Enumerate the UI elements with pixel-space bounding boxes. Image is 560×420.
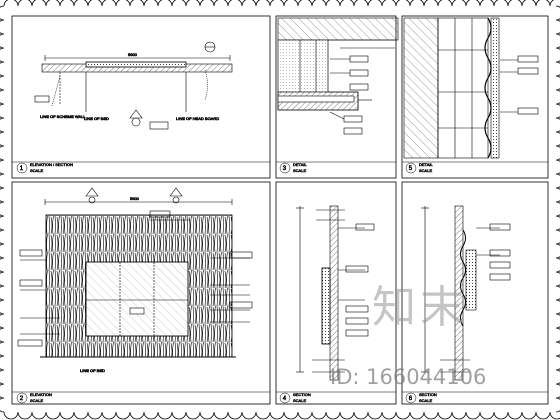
- panel-5-frame: [401, 15, 549, 179]
- p2-leader-top: [149, 210, 190, 221]
- panel-2-title-text: ELEVATION: [30, 392, 52, 397]
- p1-section-marker-bottom: [129, 109, 143, 127]
- panel-4-number: 4: [283, 396, 287, 402]
- panel-4-frame: [275, 181, 397, 405]
- panel-2-number: 2: [20, 396, 24, 402]
- p2-dim-text: 5600: [130, 196, 140, 201]
- p1-label-right: LINE OF HEAD BOARD: [176, 116, 219, 121]
- p2-tag: [129, 307, 145, 315]
- panel-5-title: 5 DETAIL SCALE: [402, 161, 548, 174]
- panel-4-drawing: [296, 205, 375, 381]
- panel-3-frame: [275, 15, 397, 179]
- panel-3-scale: SCALE: [293, 168, 306, 173]
- panel-6-title-text: SECTION: [419, 392, 437, 397]
- panel-3-title-text: DETAIL: [293, 162, 307, 167]
- panel-frames: [11, 15, 549, 405]
- panel-3-title: 3 DETAIL SCALE: [276, 161, 396, 174]
- panel-1-drawing: 5600 LINE OF SCHEME WALL LINE OF BED LIN…: [34, 41, 233, 130]
- panel-6-scale: SCALE: [419, 398, 432, 403]
- panel-5-number: 5: [409, 166, 413, 172]
- panel-6-number: 6: [409, 396, 413, 402]
- panel-5-scale: SCALE: [419, 168, 432, 173]
- panel-3-drawing: [277, 17, 399, 135]
- p2-label-mid: LINE OF BED: [80, 368, 105, 373]
- panel-1-title: 1 ELEVATION / SECTION SCALE: [12, 161, 270, 174]
- p1-label-left: LINE OF SCHEME WALL: [40, 114, 86, 119]
- panel-5-title-text: DETAIL: [419, 162, 433, 167]
- panel-2-title: 2 ELEVATION SCALE: [12, 391, 270, 404]
- panel-titles: 1 ELEVATION / SECTION SCALE 2 ELEVATION …: [12, 161, 548, 404]
- panel-2-frame: [11, 181, 271, 405]
- panel-4-title-text: SECTION: [293, 392, 311, 397]
- p1-label-mid: LINE OF BED: [84, 116, 109, 121]
- p2-leader-left: [17, 249, 60, 347]
- p1-tag: [149, 121, 169, 130]
- panel-2-drawing: 5600: [17, 187, 253, 373]
- panel-6-drawing: [421, 205, 511, 381]
- watermark-id: ID: 166044106: [330, 365, 487, 389]
- panel-4-scale: SCALE: [293, 398, 306, 403]
- panel-1-title-text: ELEVATION / SECTION: [30, 162, 73, 167]
- p1-section-marker-right: [204, 41, 216, 53]
- panel-6-title: 6 SECTION SCALE: [402, 391, 548, 404]
- panel-2-scale: SCALE: [30, 398, 43, 403]
- panel-5-drawing: [403, 17, 539, 159]
- panel-1-scale: SCALE: [30, 168, 43, 173]
- panel-1-frame: [11, 15, 271, 179]
- watermark-brand: 知末: [372, 282, 468, 333]
- panel-1-number: 1: [20, 166, 24, 172]
- panel-3-number: 3: [283, 166, 287, 172]
- p2-leader-right: [210, 251, 253, 323]
- p2-section-markers: [85, 187, 183, 204]
- p1-dim-text: 5600: [128, 52, 138, 57]
- panel-6-frame: [401, 181, 549, 405]
- panel-4-title: 4 SECTION SCALE: [276, 391, 396, 404]
- p1-headboard: [85, 61, 187, 68]
